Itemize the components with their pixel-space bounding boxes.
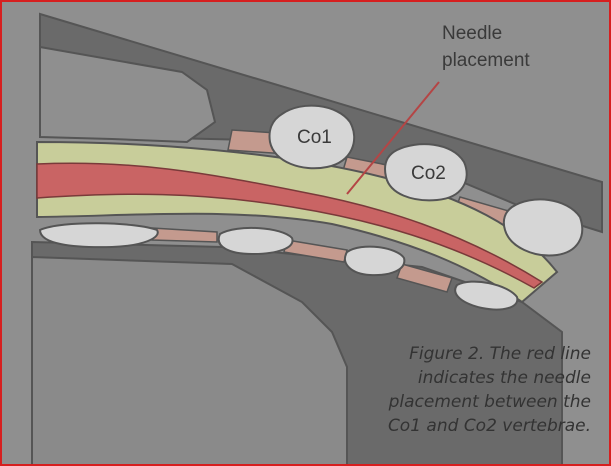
caption-line: Figure 2. The red line	[409, 344, 591, 364]
spinal-cord	[36, 162, 544, 289]
bone-lower-4	[454, 280, 519, 311]
bone-lower-3	[344, 245, 406, 277]
vertebra-tail	[502, 198, 584, 257]
vertebra-co2	[384, 143, 468, 202]
caption-line: placement between the	[388, 392, 591, 412]
disc-bottom-3	[396, 263, 453, 293]
needle-label-line1: Needle	[442, 23, 502, 44]
caption-line: indicates the needle	[417, 368, 591, 388]
figure-caption: Figure 2. The red line indicates the nee…	[331, 342, 591, 438]
needle-label-line2: placement	[442, 50, 530, 71]
needle-line	[346, 81, 440, 195]
caption-line: Co1 and Co2 vertebrae.	[387, 416, 591, 436]
dorsal-fragment	[39, 45, 217, 144]
bone-lower-1	[38, 222, 159, 249]
co2-label: Co2	[411, 163, 446, 184]
co1-label: Co1	[297, 127, 332, 148]
bone-lower-2	[217, 226, 294, 256]
disc-bottom-1	[151, 227, 218, 243]
lower-fold	[31, 255, 348, 464]
vertebra-co1	[268, 104, 356, 170]
